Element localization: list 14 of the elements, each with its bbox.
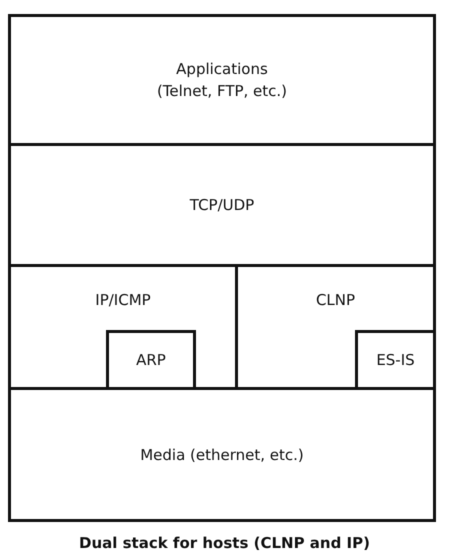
protocol-box [355,330,436,390]
layer-label: CLNP [314,290,356,311]
layer-label: ARP [135,350,167,371]
layer-box [8,387,436,522]
layer-label: TCP/UDP [188,195,256,216]
layer-label: Media (ethernet, etc.) [139,444,305,466]
layer-box [8,143,436,267]
layer-box [8,14,436,146]
caption: Dual stack for hosts (CLNP and IP) [78,534,371,552]
layer-label: ES-IS [375,350,416,371]
protocol-box [106,330,196,390]
layer-label: Applications [175,59,269,80]
layer-label: IP/ICMP [94,290,152,311]
layer-label: (Telnet, FTP, etc.) [156,81,288,102]
